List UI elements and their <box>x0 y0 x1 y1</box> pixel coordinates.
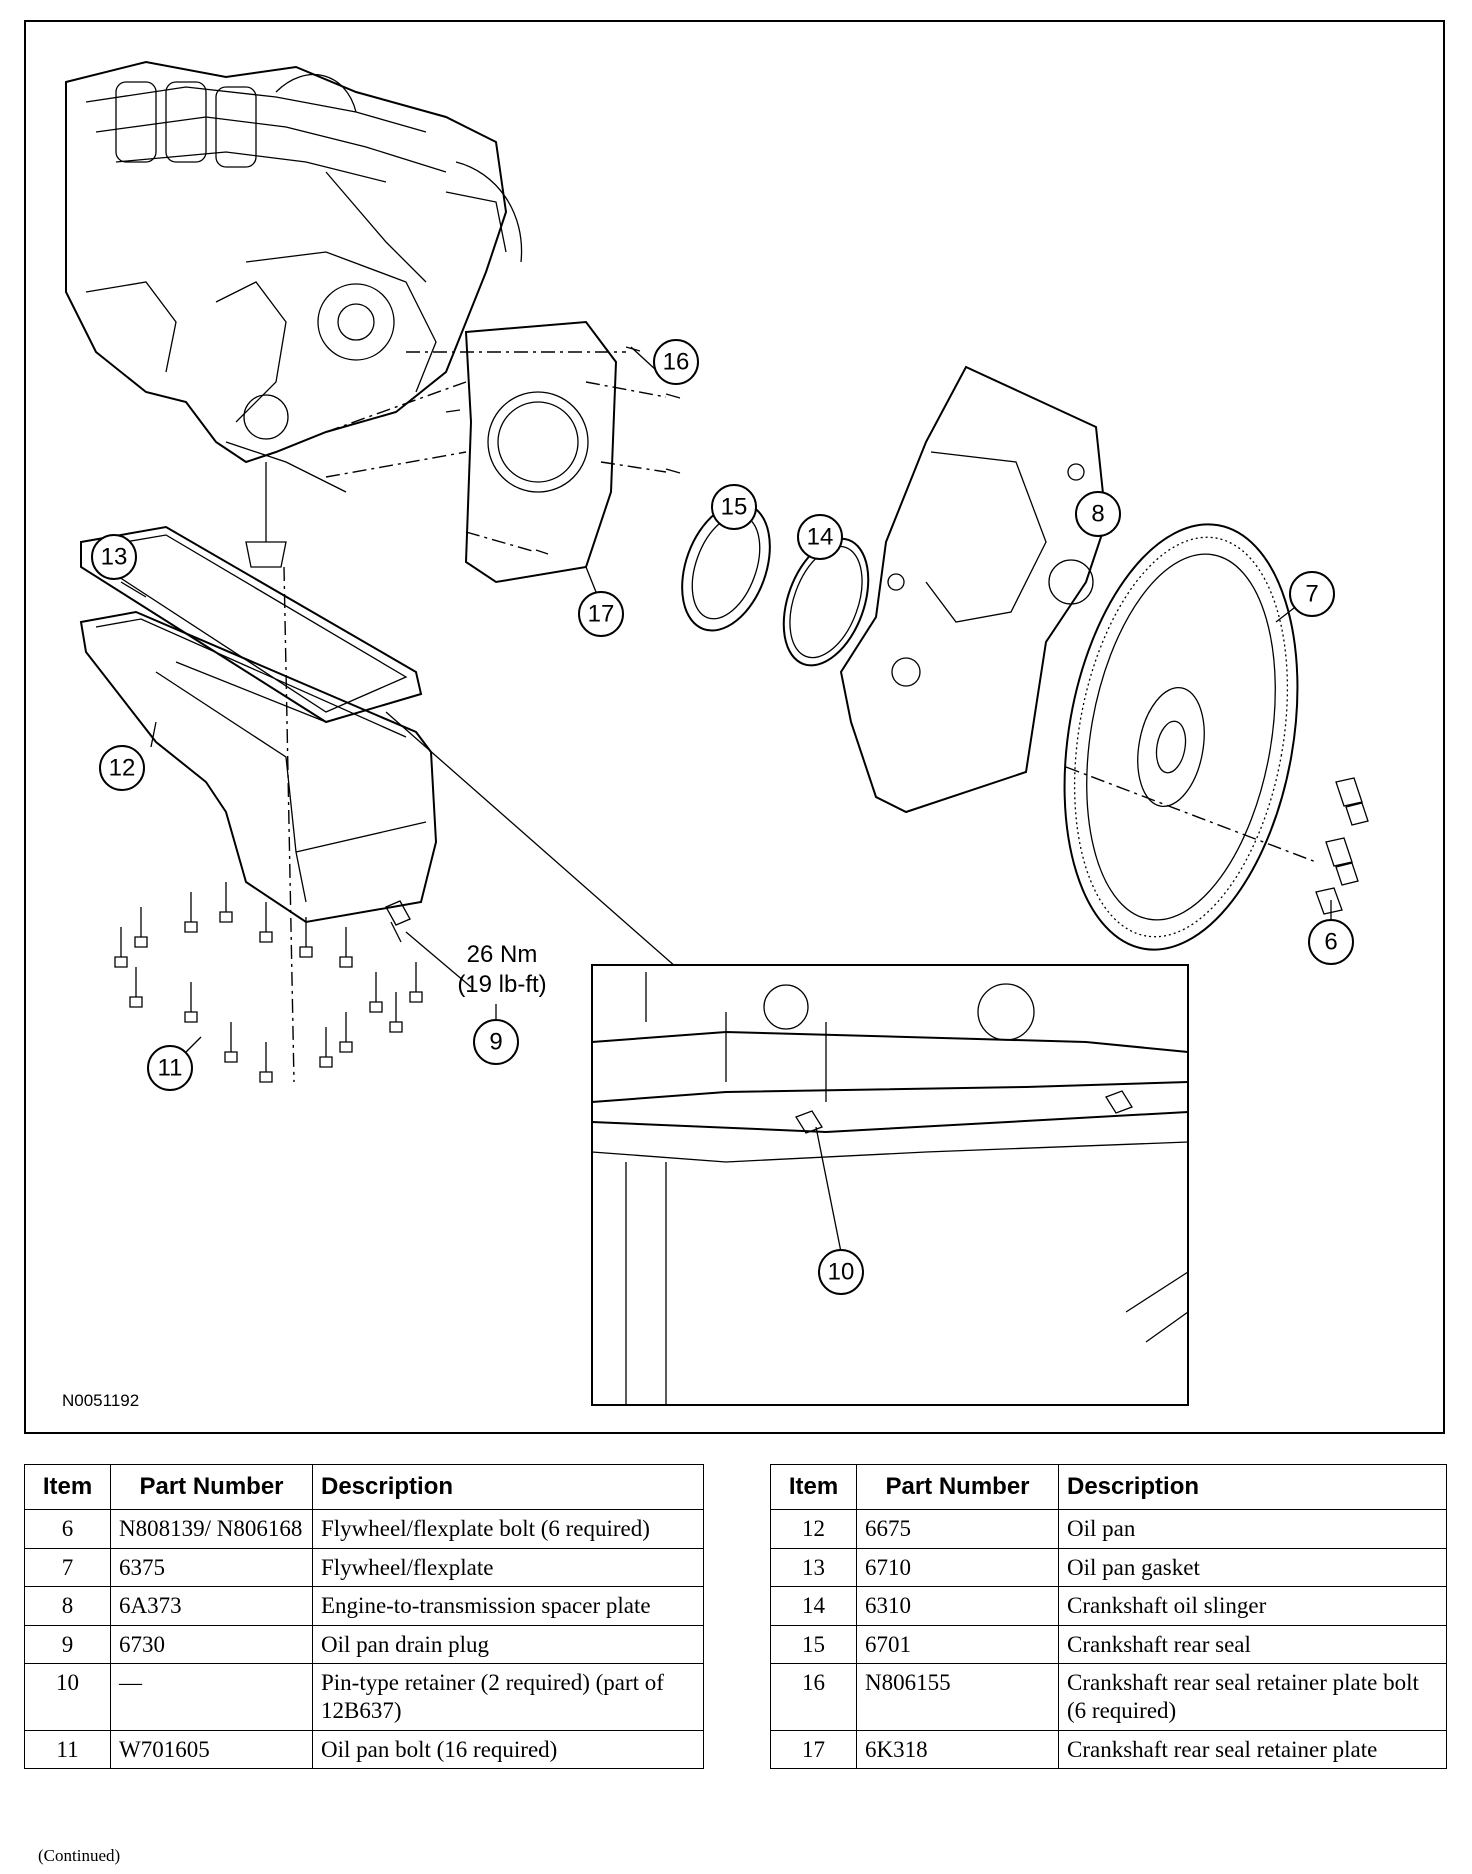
header-item: Item <box>24 1464 111 1510</box>
cell-item: 11 <box>24 1729 111 1770</box>
svg-text:16: 16 <box>663 349 690 376</box>
svg-text:8: 8 <box>1091 501 1104 528</box>
drain-plug <box>385 900 472 988</box>
cell-item: 8 <box>24 1586 111 1626</box>
cell-desc: Crankshaft oil slinger <box>1058 1586 1447 1626</box>
svg-text:6: 6 <box>1324 929 1337 956</box>
svg-text:11: 11 <box>158 1055 183 1082</box>
cell-item: 13 <box>770 1547 857 1588</box>
svg-text:9: 9 <box>489 1029 502 1056</box>
callout-12: 12 <box>99 721 157 791</box>
cell-desc: Crankshaft rear seal retainer plate <box>1058 1729 1447 1770</box>
header-description: Description <box>312 1464 704 1510</box>
cell-desc: Crankshaft rear seal retainer plate bolt… <box>1058 1663 1447 1731</box>
cell-part: W701605 <box>110 1729 313 1770</box>
cell-part: 6675 <box>856 1509 1059 1549</box>
svg-text:13: 13 <box>101 544 128 571</box>
callout-16: 16 <box>630 339 699 385</box>
cell-part: 6K318 <box>856 1729 1059 1770</box>
cell-item: 10 <box>24 1663 111 1731</box>
cell-desc: Crankshaft rear seal <box>1058 1624 1447 1665</box>
cell-part: 6A373 <box>110 1586 313 1626</box>
callout-6: 6 <box>1308 900 1354 965</box>
cell-desc: Oil pan <box>1058 1509 1447 1549</box>
cell-part: N808139/ N806168 <box>110 1509 313 1549</box>
header-part-number: Part Number <box>110 1464 313 1510</box>
svg-text:17: 17 <box>588 601 615 628</box>
callout-15: 15 <box>711 484 757 530</box>
torque-imperial: (19 lb-ft) <box>457 971 546 998</box>
callout-9: 9 <box>473 1004 519 1065</box>
svg-text:12: 12 <box>109 755 136 782</box>
cell-desc: Engine-to-transmission spacer plate <box>312 1586 704 1626</box>
cell-part: 6310 <box>856 1586 1059 1626</box>
callout-10: 10 <box>818 1249 864 1295</box>
svg-text:15: 15 <box>721 494 748 521</box>
engine-block <box>65 60 523 568</box>
cell-item: 16 <box>770 1663 857 1731</box>
cell-part: 6710 <box>856 1547 1059 1588</box>
svg-text:14: 14 <box>807 524 834 551</box>
flywheel-flexplate <box>1063 523 1317 951</box>
cell-item: 17 <box>770 1729 857 1770</box>
svg-text:7: 7 <box>1305 581 1318 608</box>
table-header-row: Item Part Number Description <box>24 1464 704 1510</box>
cell-desc: Oil pan drain plug <box>312 1624 704 1665</box>
cell-desc: Pin-type retainer (2 required) (part of … <box>312 1663 704 1731</box>
callout-17: 17 <box>578 566 624 637</box>
cell-part: 6375 <box>110 1547 313 1588</box>
cell-item: 12 <box>770 1509 857 1549</box>
crankshaft-oil-slinger <box>782 537 870 667</box>
cell-desc: Flywheel/flexplate <box>312 1547 704 1588</box>
oil-pan-bolts <box>114 882 423 1083</box>
callout-14: 14 <box>797 514 843 560</box>
header-item: Item <box>770 1464 857 1510</box>
exploded-view-figure: 16 15 14 8 7 6 17 13 12 <box>24 20 1445 1434</box>
detail-inset <box>591 964 1189 1406</box>
figure-id: N0051192 <box>62 1391 139 1410</box>
cell-part: — <box>110 1663 313 1731</box>
svg-text:10: 10 <box>828 1259 855 1286</box>
callout-13: 13 <box>91 534 147 598</box>
cell-desc: Flywheel/flexplate bolt (6 required) <box>312 1509 704 1549</box>
cell-item: 9 <box>24 1624 111 1665</box>
cell-item: 6 <box>24 1509 111 1549</box>
continued-note: (Continued) <box>38 1846 121 1865</box>
flywheel-bolts <box>1315 777 1369 915</box>
header-description: Description <box>1058 1464 1447 1510</box>
cell-part: N806155 <box>856 1663 1059 1731</box>
cell-desc: Oil pan gasket <box>1058 1547 1447 1588</box>
rear-seal-retainer-plate <box>325 320 681 584</box>
callout-11: 11 <box>147 1036 202 1091</box>
cell-desc: Oil pan bolt (16 required) <box>312 1729 704 1770</box>
exploded-diagram: 16 15 14 8 7 6 17 13 12 <box>62 60 1369 1410</box>
table-row: 10—Pin-type retainer (2 required) (part … <box>24 1663 704 1731</box>
cell-part: 6701 <box>856 1624 1059 1665</box>
cell-item: 14 <box>770 1586 857 1626</box>
callout-8: 8 <box>1075 491 1121 537</box>
cell-item: 15 <box>770 1624 857 1665</box>
header-part-number: Part Number <box>856 1464 1059 1510</box>
cell-part: 6730 <box>110 1624 313 1665</box>
table-header-row: Item Part Number Description <box>770 1464 1447 1510</box>
torque-metric: 26 Nm <box>467 941 538 968</box>
callout-7: 7 <box>1275 571 1335 623</box>
cell-item: 7 <box>24 1547 111 1588</box>
